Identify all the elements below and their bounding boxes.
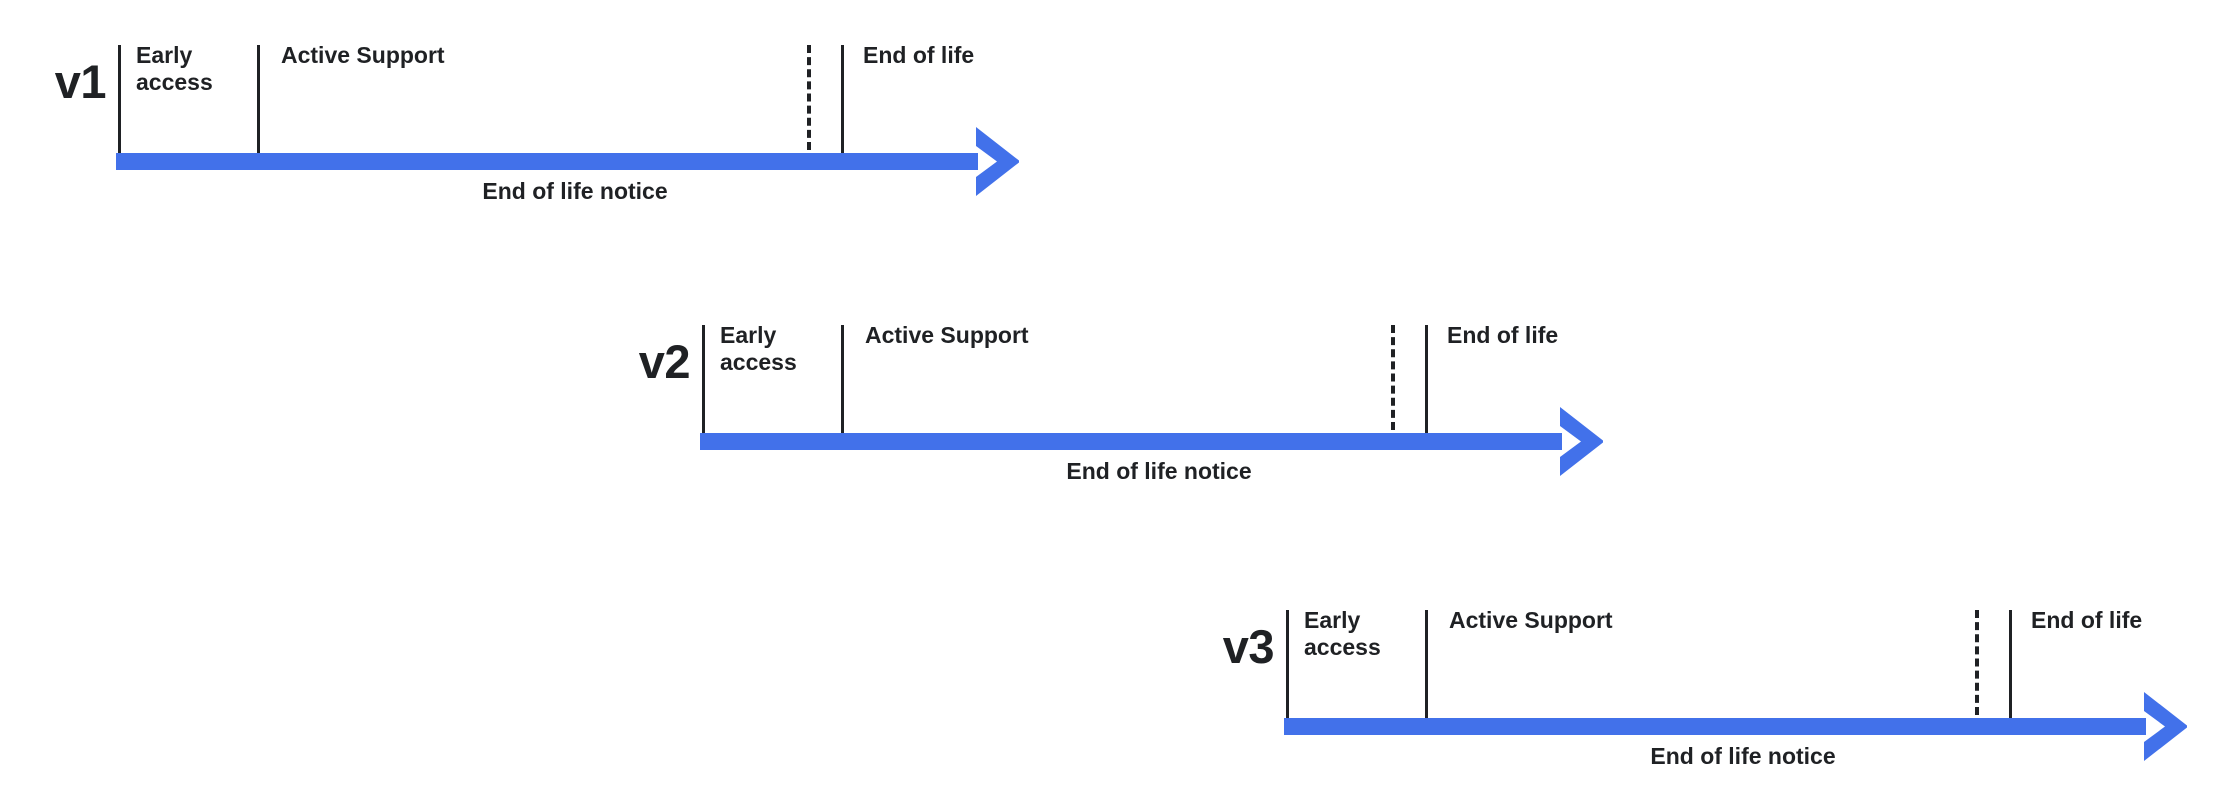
end-of-life-notice-marker-v3: [1975, 610, 1979, 715]
end-of-life-notice-marker-v1: [807, 45, 811, 150]
phase-label-early-access-v2: Early access: [720, 322, 797, 375]
phase-label-early-access-v3: Early access: [1304, 607, 1381, 660]
end-of-life-notice-label-v1: End of life notice: [482, 178, 668, 204]
timeline-bar-v3: [1284, 718, 2146, 735]
version-label-v1: v1: [54, 55, 107, 108]
phase-divider-v3-3: [2009, 610, 2012, 718]
phase-label-end-of-life-v2: End of life: [1447, 322, 1559, 348]
phase-divider-v1-3: [841, 45, 844, 153]
version-label-v2: v2: [638, 335, 691, 388]
timeline-arrowhead-v3: [2138, 690, 2190, 763]
timeline-bar-v2: [700, 433, 1562, 450]
phase-label-end-of-life-v1: End of life: [863, 42, 975, 68]
phase-label-active-support-v3: Active Support: [1449, 607, 1613, 633]
timeline-arrowhead-v2: [1554, 405, 1606, 478]
version-label-v3: v3: [1222, 620, 1275, 673]
end-of-life-notice-label-v2: End of life notice: [1066, 458, 1252, 484]
phase-divider-v2-0: [702, 325, 705, 433]
end-of-life-notice-label-v3: End of life notice: [1650, 743, 1836, 769]
phase-label-active-support-v2: Active Support: [865, 322, 1029, 348]
phase-divider-v3-0: [1286, 610, 1289, 718]
phase-divider-v3-1: [1425, 610, 1428, 718]
timeline-bar-v1: [116, 153, 978, 170]
phase-label-early-access-v1: Early access: [136, 42, 213, 95]
phase-label-active-support-v1: Active Support: [281, 42, 445, 68]
phase-divider-v1-1: [257, 45, 260, 153]
timeline-arrowhead-v1: [970, 125, 1022, 198]
phase-divider-v2-3: [1425, 325, 1428, 433]
phase-divider-v1-0: [118, 45, 121, 153]
phase-divider-v2-1: [841, 325, 844, 433]
phase-label-end-of-life-v3: End of life: [2031, 607, 2143, 633]
end-of-life-notice-marker-v2: [1391, 325, 1395, 430]
